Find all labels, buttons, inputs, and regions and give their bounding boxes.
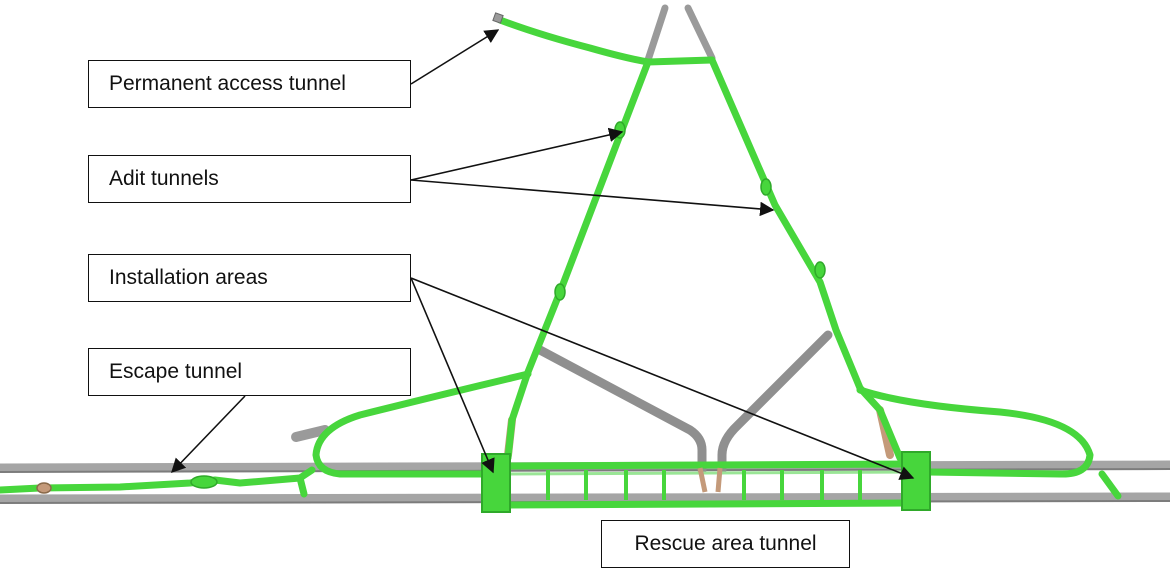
leader-install-right: [410, 277, 915, 480]
label-text-adit-tunnels: Adit tunnels: [109, 167, 219, 190]
label-rescue-area-tunnel: Rescue area tunnel: [601, 520, 850, 568]
label-escape-tunnel: Escape tunnel: [88, 348, 411, 396]
leader-adit-left: [410, 127, 624, 181]
right-adit-tunnel: [708, 56, 904, 462]
adit-gray-stubs: [644, 4, 716, 64]
label-text-rescue-area-tunnel: Rescue area tunnel: [634, 532, 817, 555]
leader-install-left: [410, 277, 495, 474]
permanent-access-tunnel-path: [496, 16, 716, 66]
label-installation-areas: Installation areas: [88, 254, 411, 302]
label-text-escape-tunnel: Escape tunnel: [109, 360, 243, 383]
leader-adit-right: [410, 179, 775, 217]
left-adit-tunnel: [504, 58, 652, 462]
installation-area-left: [481, 453, 511, 513]
rescue-area: [481, 451, 931, 513]
label-text-installation-areas: Installation areas: [109, 266, 268, 289]
leader-lines: [171, 29, 915, 480]
label-permanent-access-tunnel: Permanent access tunnel: [88, 60, 411, 108]
label-text-permanent-access-tunnel: Permanent access tunnel: [109, 72, 346, 95]
escape-loop-right: [856, 386, 1094, 478]
installation-area-right: [901, 451, 931, 511]
escape-loop-left: [312, 370, 532, 478]
leader-escape: [171, 395, 246, 474]
label-adit-tunnels: Adit tunnels: [88, 155, 411, 203]
leader-permanent-access: [410, 29, 500, 85]
portal-marker: [492, 12, 504, 24]
